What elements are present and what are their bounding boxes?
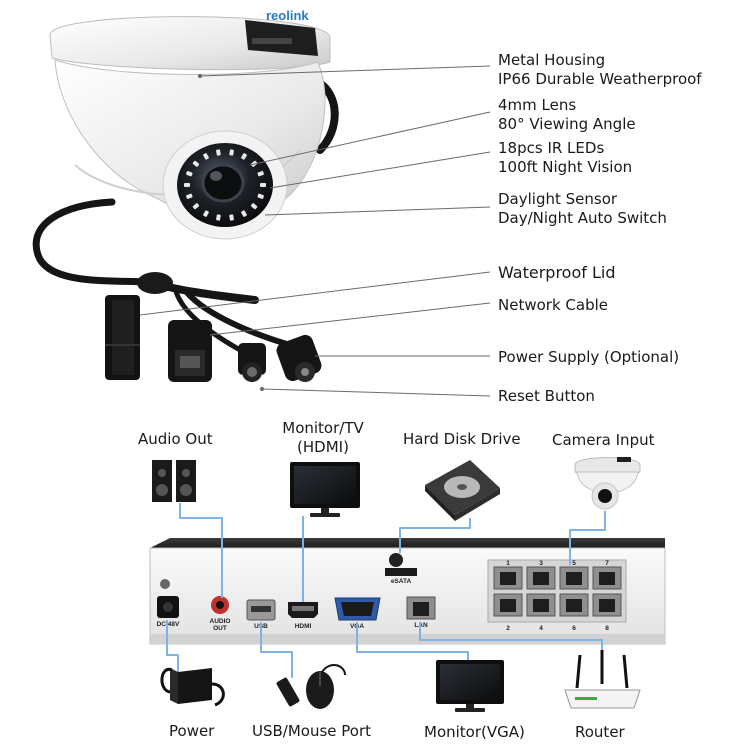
brand-logo: reolink (266, 8, 309, 23)
monitor-tv-icon (290, 462, 360, 517)
poe-number: 5 (572, 560, 576, 567)
ir-led (257, 171, 264, 177)
callout-network-cable: Network Cable (498, 296, 608, 314)
port-label: OUT (213, 625, 227, 632)
poe-port-socket (533, 599, 549, 612)
ir-led (203, 153, 209, 160)
camera-input-icon (574, 457, 641, 510)
ir-led (260, 183, 266, 187)
poe-port-socket (533, 572, 549, 585)
speaker-icons (152, 460, 196, 502)
port-label: DC 48V (157, 621, 180, 628)
port-label: LAN (414, 622, 428, 629)
power-adapter-icon (160, 667, 225, 707)
ir-led (250, 203, 258, 210)
ir-led (192, 203, 200, 210)
ir-led (216, 214, 221, 221)
poe-number: 2 (506, 625, 510, 632)
poe-number: 6 (572, 625, 576, 632)
ir-led (184, 183, 190, 187)
ir-led (192, 160, 200, 167)
callout-power-supply: Power Supply (Optional) (498, 348, 680, 366)
label-monitor-vga: Monitor(VGA) (424, 723, 525, 741)
port-label: eSATA (391, 578, 412, 585)
usb-mouse-icon (276, 664, 346, 709)
router-icon (564, 650, 641, 709)
label-hard-disk-drive: Hard Disk Drive (403, 430, 521, 448)
ir-led (186, 171, 193, 177)
ir-led (241, 153, 247, 160)
poe-port-socket (599, 572, 615, 585)
hard-disk-icon (425, 460, 500, 521)
port-label: AUDIO (210, 618, 231, 625)
callout-waterproof-lid: Waterproof Lid (498, 263, 616, 282)
ir-led (257, 193, 264, 199)
poe-port-socket (566, 572, 582, 585)
label-audio-out: Audio Out (138, 430, 213, 448)
ir-led (241, 210, 247, 217)
poe-number: 7 (605, 560, 609, 567)
label-monitor-tv: Monitor/TV(HDMI) (282, 419, 364, 456)
poe-port-socket (599, 599, 615, 612)
poe-number: 4 (539, 625, 543, 632)
poe-number: 8 (605, 625, 609, 632)
ir-led (229, 214, 234, 221)
ir-led (186, 193, 193, 199)
ir-led (216, 149, 221, 156)
camera-callout-lines (139, 65, 491, 397)
ir-led (203, 210, 209, 217)
label-power: Power (169, 722, 215, 740)
poe-number: 1 (506, 560, 510, 567)
nvr-recorder (149, 538, 666, 645)
poe-port-socket (500, 572, 516, 585)
poe-port-socket (500, 599, 516, 612)
port-label: HDMI (295, 623, 312, 630)
poe-number: 3 (539, 560, 543, 567)
label-camera-input: Camera Input (552, 431, 655, 449)
poe-port-socket (566, 599, 582, 612)
label-router: Router (575, 723, 625, 741)
monitor-vga-icon (436, 660, 504, 712)
ir-led (229, 149, 234, 156)
label-usb-mouse-port: USB/Mouse Port (252, 722, 372, 740)
callout-reset-button: Reset Button (498, 387, 595, 405)
camera-illustration: reolink (32, 8, 339, 382)
